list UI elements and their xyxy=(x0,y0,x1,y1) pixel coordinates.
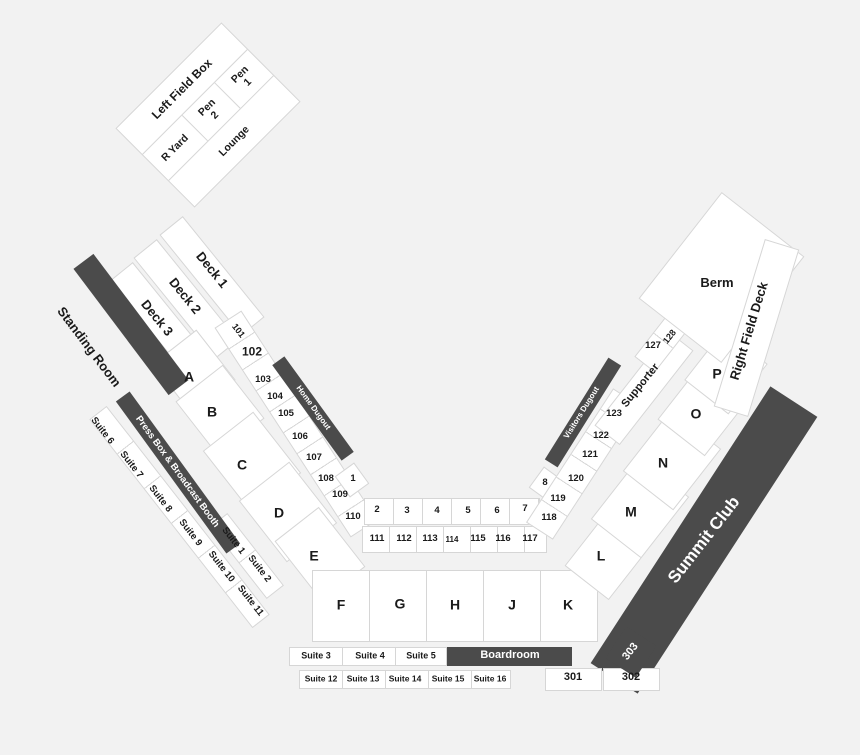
section-pen-1-label: Pen 1 xyxy=(228,63,255,89)
label-sec-110: 110 xyxy=(345,511,361,523)
label-sec-6: 6 xyxy=(494,505,500,517)
label-section-h: H xyxy=(449,596,461,613)
label-suite-14: Suite 14 xyxy=(388,673,422,684)
label-sec-118: 118 xyxy=(541,512,557,524)
label-section-e: E xyxy=(309,547,319,564)
label-sec-116: 116 xyxy=(495,533,511,545)
section-301-shape[interactable] xyxy=(545,668,602,691)
label-sec-111: 111 xyxy=(369,533,385,545)
label-sec-102: 102 xyxy=(241,344,263,359)
label-sec-4: 4 xyxy=(434,505,440,517)
label-sec-109: 109 xyxy=(332,489,348,501)
label-suite-13: Suite 13 xyxy=(346,673,380,684)
label-sec-115: 115 xyxy=(470,533,486,545)
label-sec-1: 1 xyxy=(350,473,356,485)
label-sec-3: 3 xyxy=(404,505,410,517)
label-section-k: K xyxy=(562,596,574,613)
label-suite-4: Suite 4 xyxy=(355,650,385,661)
label-section-l: L xyxy=(596,547,606,564)
label-suite-12: Suite 12 xyxy=(304,673,338,684)
label-sec-123: 123 xyxy=(606,408,622,420)
section-pen-2-label: Pen 2 xyxy=(195,96,222,122)
label-sec-113: 113 xyxy=(422,533,438,545)
label-sec-301: 301 xyxy=(563,671,583,684)
label-sec-117: 117 xyxy=(522,533,538,545)
label-sec-105: 105 xyxy=(278,408,294,420)
label-sec-108: 108 xyxy=(318,473,334,485)
label-sec-5: 5 xyxy=(465,505,471,517)
label-sec-114: 114 xyxy=(445,534,459,544)
label-sec-120: 120 xyxy=(568,473,584,485)
label-sec-119: 119 xyxy=(550,493,566,505)
label-section-m: M xyxy=(625,503,637,520)
sections-2-7-row[interactable] xyxy=(364,498,540,525)
label-sec-7: 7 xyxy=(522,503,528,515)
label-sec-122: 122 xyxy=(593,430,609,442)
section-boardroom-bar[interactable] xyxy=(447,647,572,666)
label-suite-16: Suite 16 xyxy=(473,673,507,684)
label-section-a: A xyxy=(183,368,195,385)
suites-12-16-row[interactable] xyxy=(299,670,511,689)
label-section-g: G xyxy=(394,595,406,612)
sections-111-117-row[interactable] xyxy=(362,526,547,553)
label-section-f: F xyxy=(336,596,346,613)
label-sec-112: 112 xyxy=(396,533,412,545)
label-sec-103: 103 xyxy=(255,374,271,386)
label-section-d: D xyxy=(273,504,285,521)
label-boardroom: Boardroom xyxy=(480,649,540,662)
label-sec-8: 8 xyxy=(542,477,548,489)
label-suite-15: Suite 15 xyxy=(431,673,465,684)
label-sec-302: 302 xyxy=(621,671,641,684)
label-section-o: O xyxy=(690,405,702,422)
label-sec-107: 107 xyxy=(306,452,322,464)
label-sec-121: 121 xyxy=(582,449,598,461)
label-sec-127: 127 xyxy=(645,340,661,352)
label-section-c: C xyxy=(236,456,248,473)
label-section-j: J xyxy=(508,596,516,613)
label-sec-2: 2 xyxy=(374,504,380,516)
label-berm: Berm xyxy=(700,275,734,291)
label-section-p: P xyxy=(712,365,722,382)
label-suite-5: Suite 5 xyxy=(406,650,436,661)
label-section-b: B xyxy=(206,403,218,420)
label-suite-3: Suite 3 xyxy=(301,650,331,661)
suites-3-5-row[interactable] xyxy=(289,647,447,666)
label-sec-104: 104 xyxy=(267,391,283,403)
sections-f-k-row[interactable] xyxy=(312,570,598,642)
label-sec-106: 106 xyxy=(292,431,308,443)
label-section-n: N xyxy=(657,454,669,471)
outfield-block: Left Field Box R Yard Pen 2 Pen 1 Lounge xyxy=(115,22,301,208)
